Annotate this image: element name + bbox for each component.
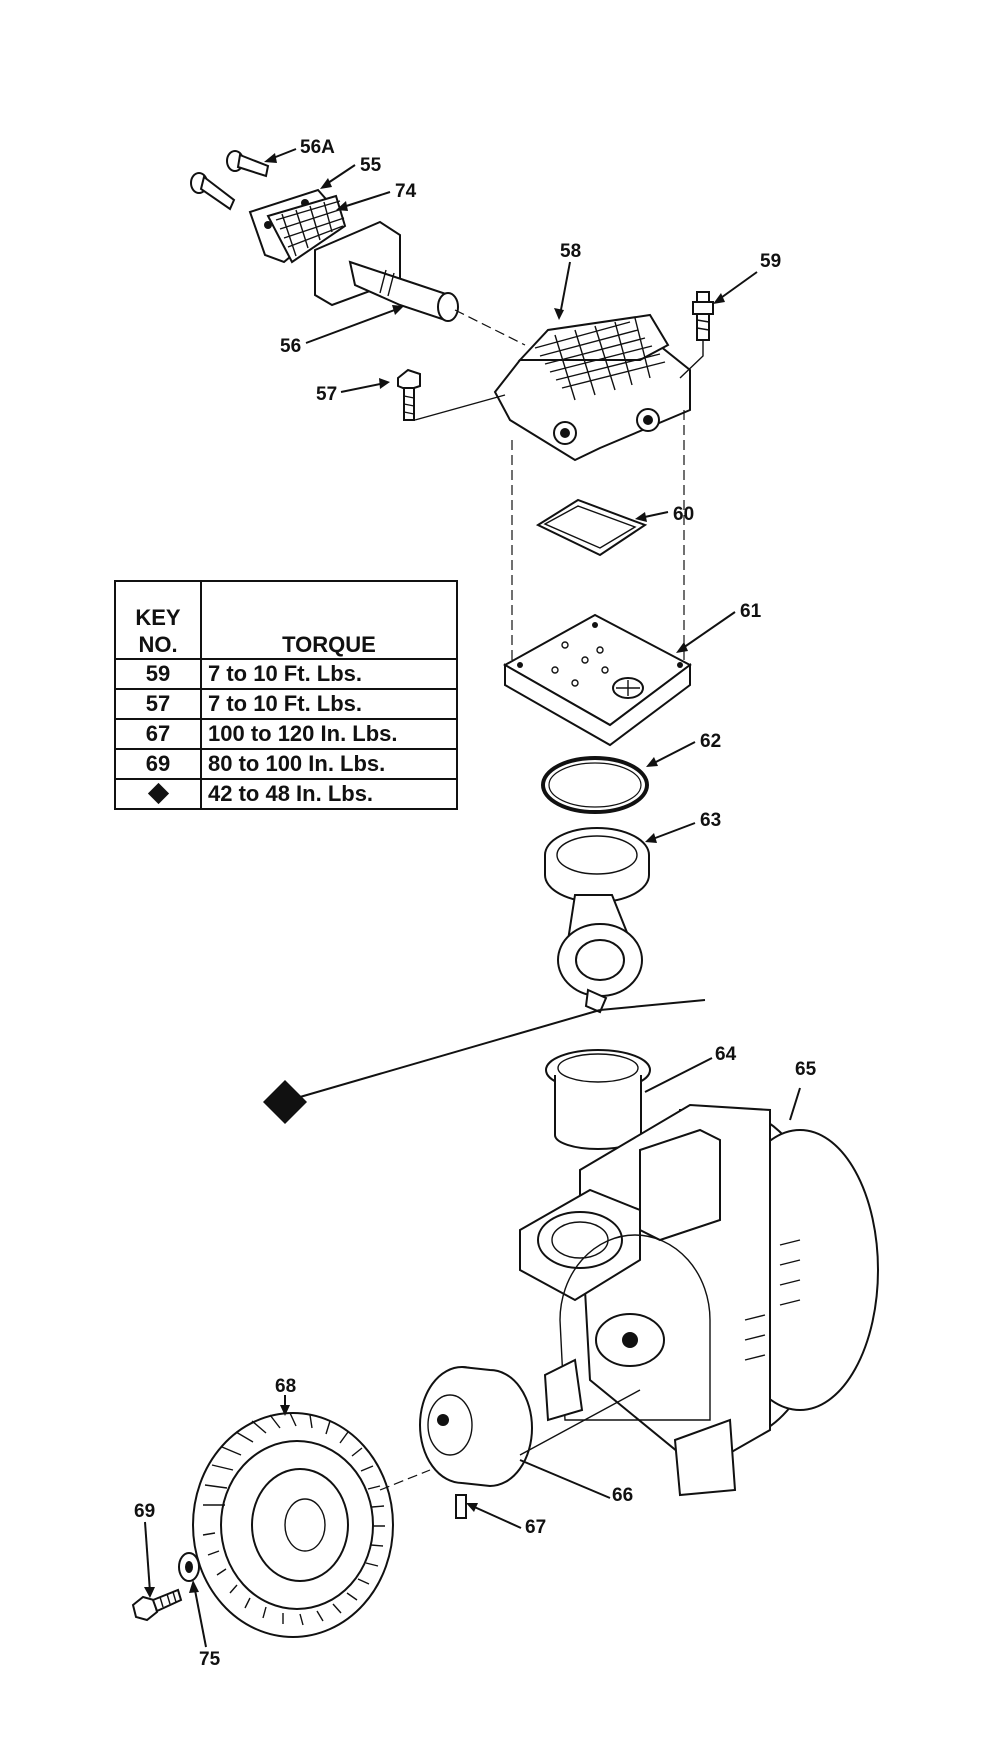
set-screw-67	[455, 1494, 467, 1519]
callout-65: 65	[795, 1059, 817, 1080]
torque-cell: 7 to 10 Ft. Lbs.	[200, 658, 458, 690]
callout-67: 67	[525, 1517, 546, 1538]
washer-75	[178, 1552, 200, 1582]
bolt-69	[131, 1588, 183, 1622]
key-cell: 69	[114, 748, 202, 780]
motor-crankcase-65	[519, 1103, 879, 1497]
key-cell: 59	[114, 658, 202, 690]
callout-68: 68	[275, 1376, 296, 1397]
callout-74: 74	[395, 181, 417, 202]
muffler-56	[314, 220, 459, 322]
intake-filter-assembly	[190, 150, 526, 346]
callout-69: 69	[134, 1501, 155, 1522]
fan-68	[192, 1412, 431, 1638]
callout-55: 55	[360, 155, 382, 176]
callout-59: 59	[760, 251, 781, 272]
table-row: 57 7 to 10 Ft. Lbs.	[114, 688, 458, 720]
table-row: 67 100 to 120 In. Lbs.	[114, 718, 458, 750]
torque-table: KEY NO. TORQUE 59 7 to 10 Ft. Lbs. 57 7 …	[114, 580, 458, 810]
torque-cell: 80 to 100 In. Lbs.	[200, 748, 458, 780]
callout-66: 66	[612, 1485, 633, 1506]
table-row: 69 80 to 100 In. Lbs.	[114, 748, 458, 780]
callout-57: 57	[316, 384, 337, 405]
valve-plate-61	[502, 613, 692, 747]
callout-63: 63	[700, 810, 721, 831]
callout-61: 61	[740, 601, 762, 622]
callout-60: 60	[673, 504, 694, 525]
callout-75: 75	[199, 1649, 221, 1670]
torque-cell: 100 to 120 In. Lbs.	[200, 718, 458, 750]
table-row: 59 7 to 10 Ft. Lbs.	[114, 658, 458, 690]
torque-table-header: KEY NO. TORQUE	[114, 580, 458, 660]
key-cell: 57	[114, 688, 202, 720]
screw-56a	[190, 150, 270, 211]
torque-cell: 7 to 10 Ft. Lbs.	[200, 688, 458, 720]
torque-header: TORQUE	[200, 580, 458, 660]
fitting-59	[679, 291, 714, 379]
callout-56: 56	[280, 336, 301, 357]
fan-hub-66	[419, 1366, 641, 1488]
o-ring-62	[541, 756, 649, 814]
callout-58: 58	[560, 241, 581, 262]
callout-62: 62	[700, 731, 721, 752]
table-row: 42 to 48 In. Lbs.	[114, 778, 458, 810]
leader-lines	[144, 148, 801, 1648]
sleeve-64	[545, 1049, 651, 1150]
callout-64: 64	[715, 1044, 737, 1065]
diamond-marker	[263, 1080, 307, 1124]
callout-56a: 56A	[300, 137, 335, 158]
key-cell: 67	[114, 718, 202, 750]
diamond-symbol-icon	[114, 778, 202, 810]
torque-cell: 42 to 48 In. Lbs.	[200, 778, 458, 810]
piston-rod-63	[544, 827, 650, 1014]
filter-element-74	[266, 194, 347, 264]
key-no-header: KEY NO.	[114, 580, 202, 660]
cylinder-head-58	[493, 313, 691, 462]
bolt-57	[397, 368, 506, 421]
